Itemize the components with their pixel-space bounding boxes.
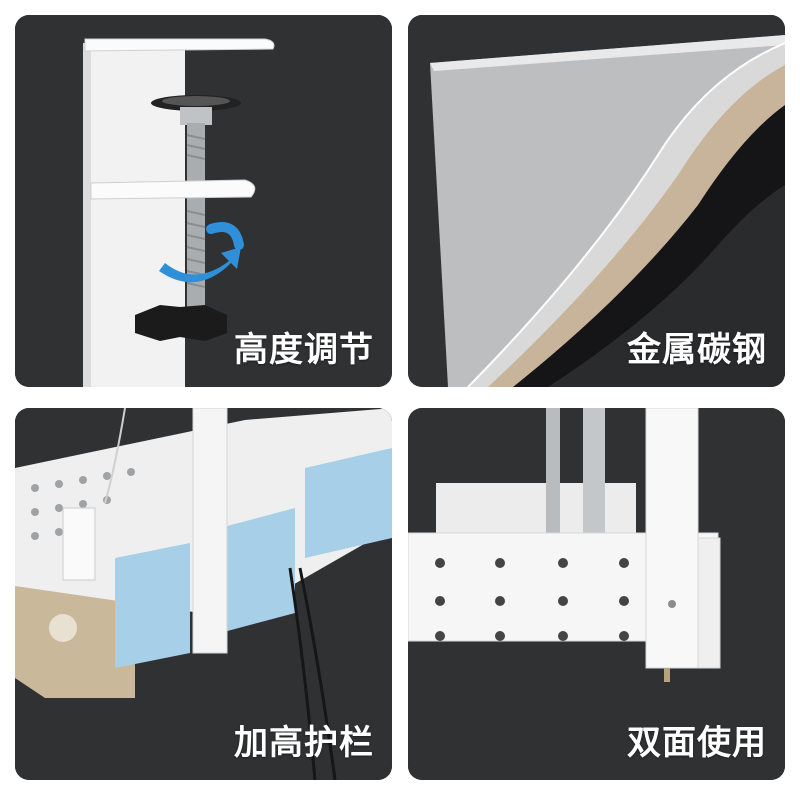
caption-double-sided: 双面使用 <box>627 723 767 763</box>
panel-carbon-steel: 金属碳钢 <box>408 15 785 387</box>
panel-double-sided: 双面使用 <box>408 408 785 780</box>
caption-carbon-steel: 金属碳钢 <box>627 330 767 370</box>
panel-height-adjustment: 高度调节 <box>15 15 392 387</box>
panel-raised-guardrail: 加高护栏 <box>15 408 392 780</box>
steel-sheet-photo <box>408 15 785 387</box>
clamp-photo <box>15 15 392 387</box>
guardrail-photo <box>15 408 392 780</box>
caption-raised-guardrail: 加高护栏 <box>234 723 374 763</box>
caption-height-adjustment: 高度调节 <box>234 330 374 370</box>
double-sided-photo <box>408 408 785 780</box>
